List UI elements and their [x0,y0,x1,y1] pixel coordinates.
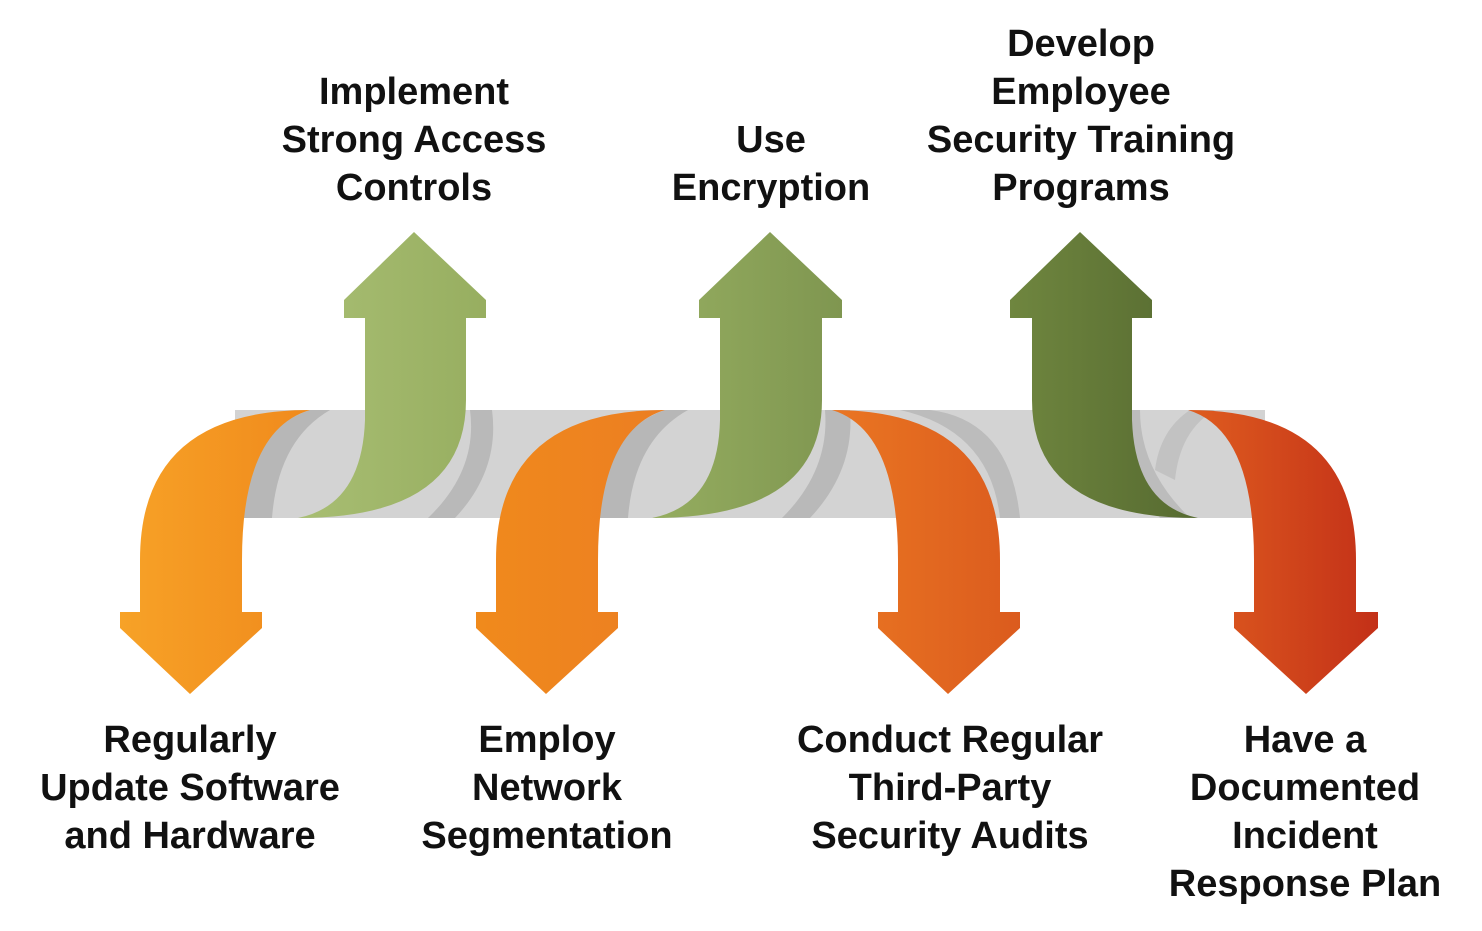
label-line: Strong Access [281,119,547,161]
label-regularly-update-software: Regularly Update Software and Hardware [20,716,360,860]
down-arrow-1 [120,410,310,694]
label-line: Response Plan [1168,863,1442,905]
label-use-encryption: Use Encryption [640,116,902,212]
band-shadow [1155,410,1215,480]
band-shadow [242,410,330,518]
label-line: Incident [1232,815,1378,857]
label-line: Employ [478,719,616,761]
label-implement-strong-access-controls: Implement Strong Access Controls [264,68,564,212]
label-line: Security Audits [811,815,1089,857]
label-line: Network [472,767,622,809]
band-shadow [900,410,1020,518]
band-shadow [1124,410,1190,518]
label-line: Develop [1007,23,1155,65]
label-line: and Hardware [64,815,316,857]
label-line: Segmentation [421,815,673,857]
label-line: Regularly [103,719,277,761]
label-line: Third-Party [848,767,1052,809]
band-shadow [598,410,688,518]
label-conduct-regular-audits: Conduct Regular Third-Party Security Aud… [776,716,1124,860]
label-employ-network-segmentation: Employ Network Segmentation [402,716,692,860]
band-shadow [782,410,851,518]
label-line: Have a [1243,719,1367,761]
down-arrow-2 [476,410,665,694]
down-arrow-3 [832,410,1020,694]
label-line: Update Software [40,767,340,809]
label-line: Security Training [926,119,1236,161]
label-line: Documented [1189,767,1421,809]
up-arrow-2 [652,232,842,518]
band-shadow [428,410,494,518]
label-line: Use [736,119,806,161]
label-line: Programs [992,167,1170,209]
up-arrow-3 [1010,232,1198,518]
label-line: Employee [991,71,1171,113]
label-line: Conduct Regular [796,719,1104,761]
label-line: Controls [335,167,493,209]
label-develop-employee-security-training: Develop Employee Security Training Progr… [906,20,1256,212]
label-line: Encryption [671,167,871,209]
label-incident-response-plan: Have a Documented Incident Response Plan [1152,716,1458,908]
down-arrow-4 [1188,410,1378,694]
label-line: Implement [318,71,510,113]
up-arrow-1 [298,232,486,518]
